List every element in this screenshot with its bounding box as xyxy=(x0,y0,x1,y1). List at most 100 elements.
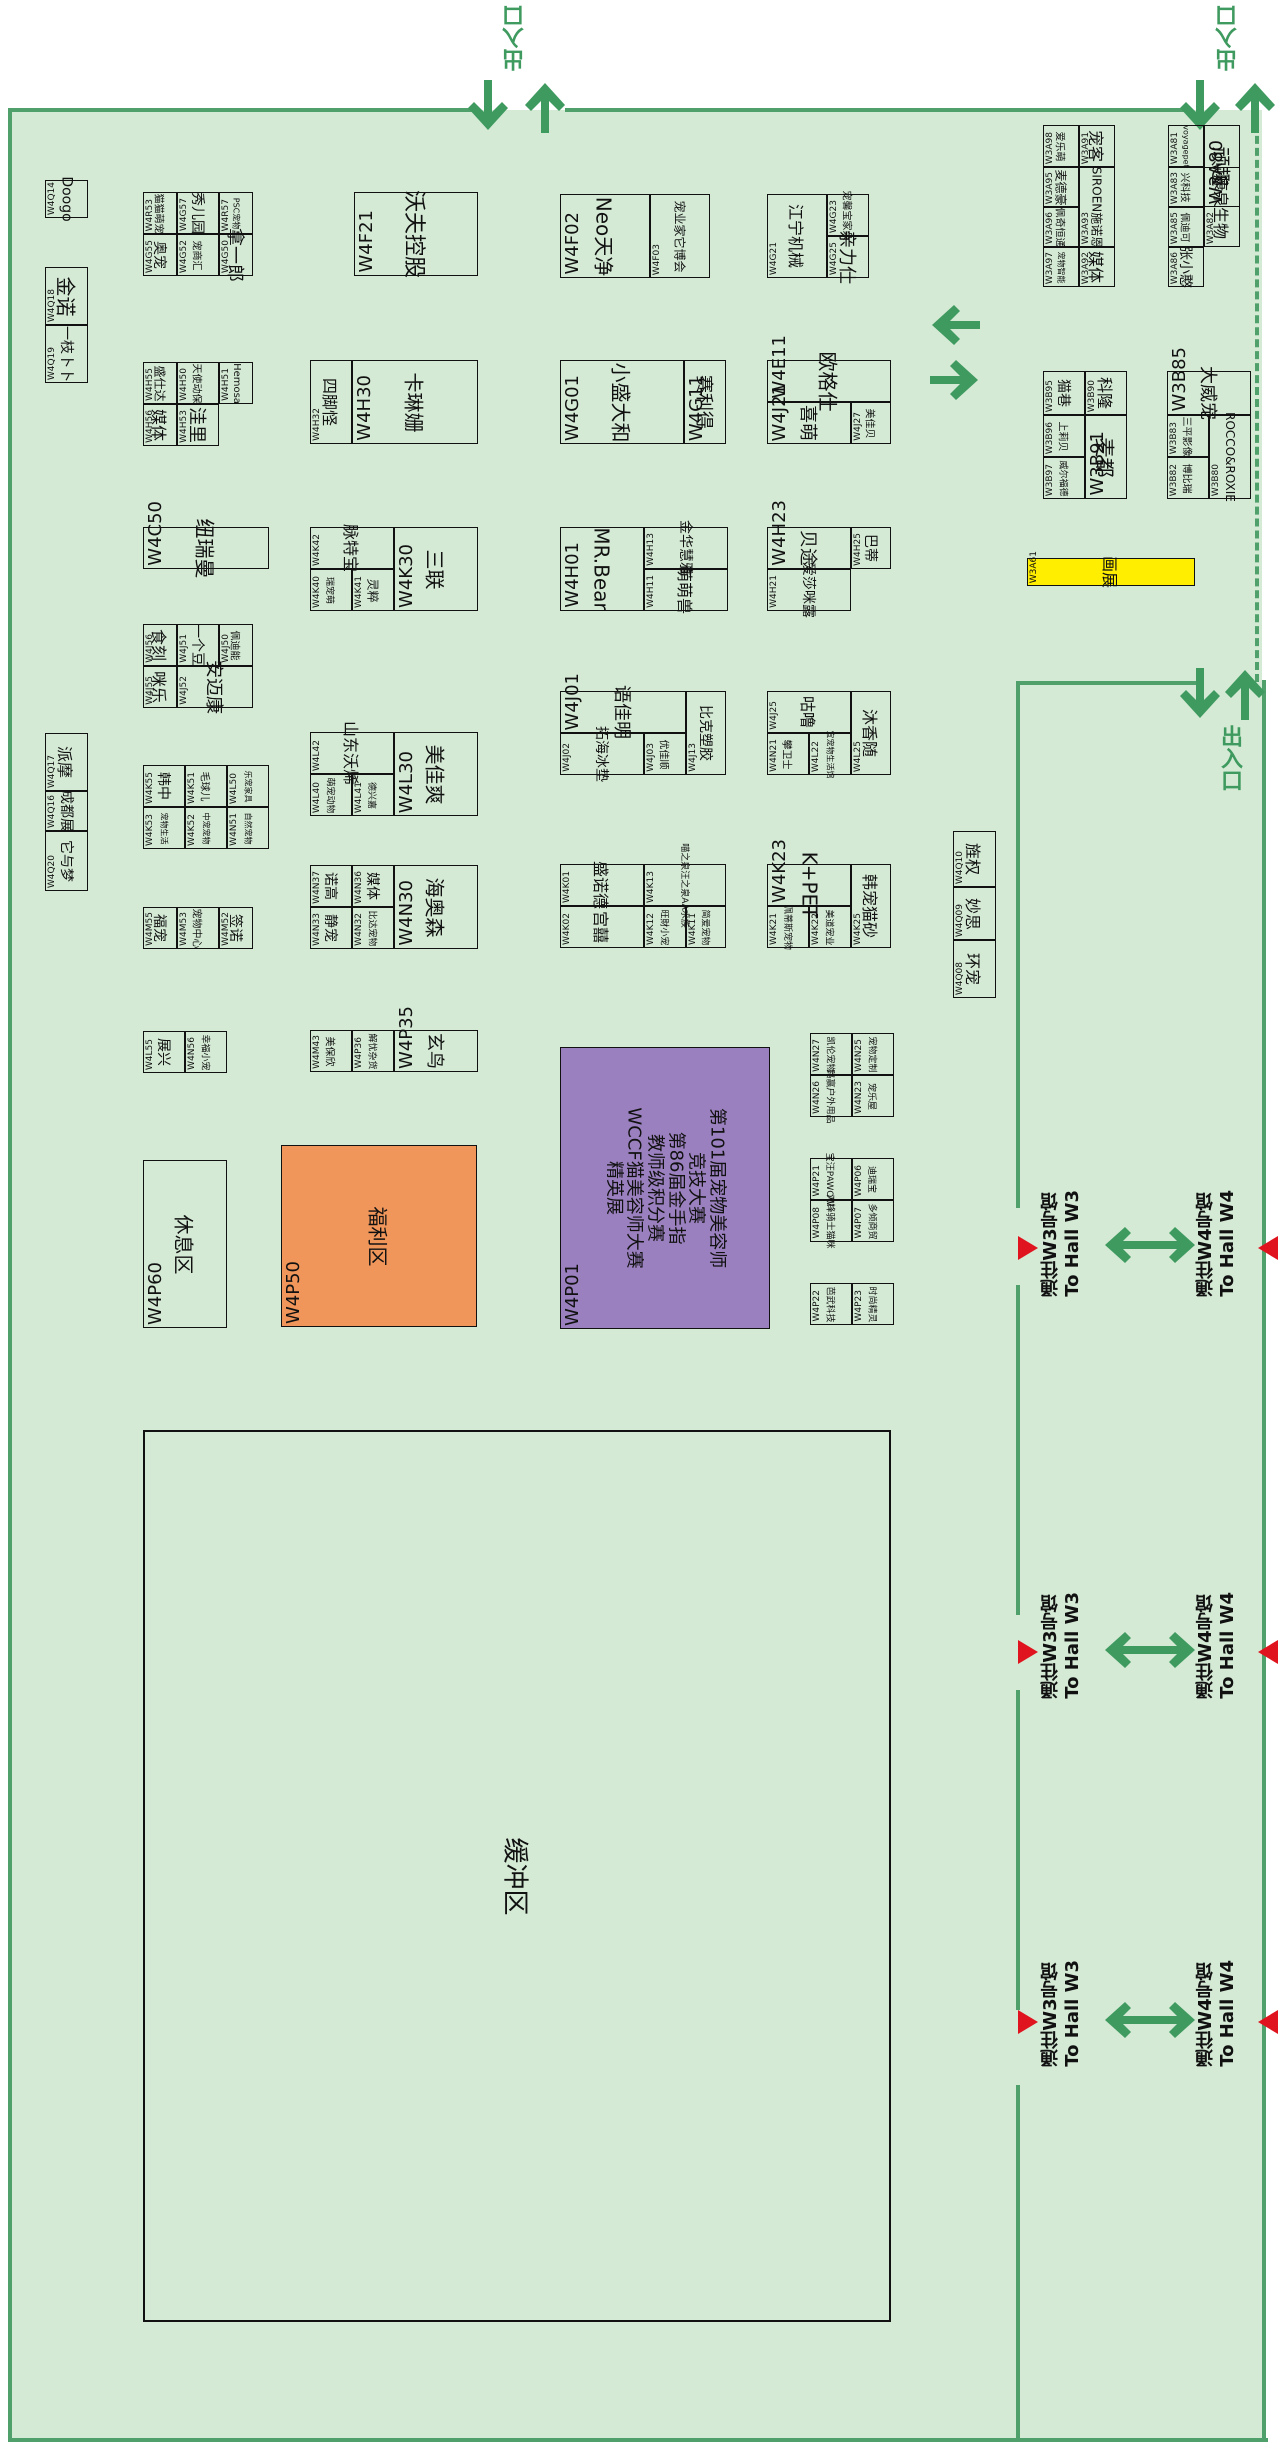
booth-w4k30[interactable]: W4K30三联 xyxy=(394,527,478,611)
booth-w4j02[interactable]: W4J02拓海冰垫 xyxy=(560,726,644,782)
booth-w4j56[interactable]: W4J56食刻 xyxy=(143,624,177,666)
booth-w4l30[interactable]: W4L30美佳爽 xyxy=(394,732,478,816)
booth-w4p50[interactable]: W4P50福利区 xyxy=(281,1145,477,1327)
booth-w4k11[interactable]: W4K11简爱宠物 xyxy=(686,906,726,948)
booth-w3a91[interactable]: W3A91宠客 xyxy=(1079,125,1115,167)
booth-w3a86[interactable]: W3A86张小憨 xyxy=(1168,246,1204,288)
booth-w4k55[interactable]: W4K55韩中 xyxy=(143,765,185,807)
booth-w4g50[interactable]: W4G50拿一郎 xyxy=(219,228,253,282)
booth-w3b91[interactable]: W3B91麦都 xyxy=(1085,415,1127,499)
booth-w4n51[interactable]: W4N51自然宠物 xyxy=(227,807,269,849)
booth-w4k40[interactable]: W4K40瑞宠萌 xyxy=(310,569,352,611)
booth-w4g11[interactable]: W4G11赛利得 xyxy=(684,360,726,444)
booth-w4q19[interactable]: W4Q19一枝卜卜 xyxy=(45,325,88,383)
booth-w4h56[interactable]: W4H56媒体 xyxy=(143,404,177,446)
booth-w4n21[interactable]: W4N21攀卫士 xyxy=(767,733,809,775)
booth-w4h55[interactable]: W4H55盛仕达 xyxy=(143,362,177,404)
booth-w4l50[interactable]: W4L50乐宠家具 xyxy=(227,765,269,807)
booth-w4p60[interactable]: W4P60休息区 xyxy=(143,1160,227,1328)
booth-w3b82[interactable]: W3B82博比瑞 xyxy=(1167,457,1209,499)
booth-w4j03[interactable]: W4J03优佳顺 xyxy=(644,733,686,775)
booth-w4c50[interactable]: W4C50纽瑞曼 xyxy=(143,501,269,578)
booth-w4j27[interactable]: W4J27美佳贝 xyxy=(851,402,891,444)
booth-w4g25[interactable]: W4G25亲力仕 xyxy=(827,230,869,284)
booth-w4n27[interactable]: W4N27凯伦宠物 xyxy=(810,1033,852,1075)
booth-w4l22[interactable]: W4L22宜宠物生活馆 xyxy=(809,730,851,778)
booth-w4j52[interactable]: W4J52安迈康 xyxy=(177,660,253,714)
booth-w4q18[interactable]: W4Q18金诺 xyxy=(45,267,88,325)
booth-w4p06[interactable]: W4P06迪瑞宝 xyxy=(852,1158,894,1200)
booth-w4m43[interactable]: W4M43美保欣 xyxy=(310,1030,352,1072)
booth-w4k23[interactable]: W4K23K+PET xyxy=(767,839,851,918)
booth-w4k13[interactable]: W4K13喵之泉汪之泉AA水族 xyxy=(644,843,726,927)
booth-w4l40[interactable]: W4L40萌宠动物 xyxy=(310,774,352,816)
booth-w4n25[interactable]: W4N25宠物定制 xyxy=(852,1033,894,1075)
booth-w4k22[interactable]: W4K22美道宠业 xyxy=(809,906,851,948)
booth-w4n33[interactable]: W4N33静宠 xyxy=(310,907,352,949)
booth-w4j51[interactable]: W4J51一个豆 xyxy=(177,624,219,666)
booth-w4q08[interactable]: W4Q08环宠 xyxy=(953,940,996,998)
booth-w4j55[interactable]: W4J55咪乐 xyxy=(143,666,177,708)
booth-w4e11[interactable]: W4E11欧格仕 xyxy=(767,335,891,411)
booth-w4p22[interactable]: W4P22芭武科技 xyxy=(810,1283,852,1325)
booth-w4k41[interactable]: W4K41灵粹 xyxy=(352,569,394,611)
booth-w4g57[interactable]: W4G57秀儿园 xyxy=(177,192,219,234)
booth-w4h30[interactable]: W4H30卡琳姗 xyxy=(352,360,478,444)
booth-w4k53[interactable]: W4K53宠物生活 xyxy=(143,807,185,849)
booth-w4n26[interactable]: W4N26路赢户外用品 xyxy=(810,1069,852,1123)
booth-w4p01[interactable]: W4P01第101届宠物美容师竞技大赛第86届金手指教师级积分赛WCCF猫美容师… xyxy=(560,1047,770,1329)
booth-w4p35[interactable]: W4P35玄鸟 xyxy=(394,1006,478,1072)
booth-w3a97[interactable]: W3A97宠物智能 xyxy=(1043,247,1079,287)
booth-w4l42[interactable]: W4L42山东沃烯 xyxy=(310,721,394,785)
booth-w3b97[interactable]: W3B97威尔福德 xyxy=(1043,457,1085,499)
booth-w4p36[interactable]: W4P36解忧杂货 xyxy=(352,1030,394,1072)
booth-w3a93[interactable]: W3A93SIROEN施诺恩 xyxy=(1079,166,1115,248)
booth-w3b96[interactable]: W3B96上莉贝 xyxy=(1043,415,1085,457)
booth-w4h32[interactable]: W4H32四脚怪 xyxy=(310,360,352,444)
booth-w4h51[interactable]: W4H51Hemosa xyxy=(219,362,253,404)
booth-w4h21[interactable]: W4H21爱莎咪露 xyxy=(767,562,851,618)
booth-w3a96[interactable]: W3A96佩奇恒通 xyxy=(1043,207,1079,247)
booth-w4p23[interactable]: W4P23时尚精灵 xyxy=(852,1283,894,1325)
booth-w4k21[interactable]: W4K21佩蒂斯宠物 xyxy=(767,904,809,950)
booth-w3a80[interactable]: W3A80顽趣 xyxy=(1204,125,1240,207)
booth-w4n56[interactable]: W4N56幸福小宠 xyxy=(185,1031,227,1073)
booth-w4k52[interactable]: W4K52中宠宠物 xyxy=(185,807,227,849)
booth-w4k25[interactable]: W4K25韩宠猫砂 xyxy=(851,864,891,948)
booth-w4g52[interactable]: W4G52宠商汇 xyxy=(177,234,219,276)
booth-w4k42[interactable]: W4K42脉特宝 xyxy=(310,524,394,572)
booth-w4f02[interactable]: W4F02Neo天净 xyxy=(560,194,650,278)
booth-w3b80[interactable]: W3B80ROCCO&ROXIE xyxy=(1209,412,1251,502)
booth-w4j01[interactable]: W4J01语佳明 xyxy=(560,673,686,739)
booth-w4h50[interactable]: W4H50天使动保 xyxy=(177,362,219,404)
booth-w4n23[interactable]: W4N23宠乐屋 xyxy=(852,1075,894,1117)
booth-w4h11[interactable]: W4H11萌萌兽 xyxy=(644,566,728,614)
booth-w4q17[interactable]: W4Q17派摩 xyxy=(45,733,88,791)
booth-w4k02[interactable]: W4K02宫囍 xyxy=(560,906,644,948)
booth-w3a81[interactable]: W3A81voyagepet xyxy=(1168,125,1204,167)
booth-w3b85[interactable]: W3B85大威宠 xyxy=(1167,347,1251,420)
booth-w3a82[interactable]: W3A82康泉生物 xyxy=(1204,167,1240,247)
booth-w4q20[interactable]: W4Q20它与梦 xyxy=(45,831,88,891)
booth-w4l55[interactable]: W4L55展兴 xyxy=(143,1031,185,1073)
booth-w3a61[interactable]: W3A61画展 xyxy=(1027,551,1195,588)
booth-w4k12[interactable]: W4K12旺財小宠 xyxy=(644,906,686,948)
booth-w4h25[interactable]: W4H25巴蒂 xyxy=(851,527,891,569)
booth-w4n30[interactable]: W4N30海奥森 xyxy=(394,865,478,949)
booth-w4g21[interactable]: W4G21江宁机械 xyxy=(767,194,827,278)
booth-w4q10[interactable]: W4Q10旌权 xyxy=(953,831,996,887)
booth-w3a95[interactable]: W3A95麦德豪 xyxy=(1043,167,1079,207)
booth-w4j13[interactable]: W4J13比克塑胶 xyxy=(686,691,726,775)
booth-w4q16[interactable]: W4Q16成都展 xyxy=(45,790,88,832)
booth-w4m52[interactable]: W4M52签诺 xyxy=(219,907,253,949)
booth-w3a85[interactable]: W3A85佩迪可 xyxy=(1168,207,1204,247)
hall-link-w4[interactable]: 通往W4号馆To Hall W4 xyxy=(1195,1960,1238,2067)
booth-w3a83[interactable]: W3A83兴科技 xyxy=(1168,167,1204,207)
booth-w3a98[interactable]: W3A98爱乐萌 xyxy=(1043,125,1079,167)
booth-w4n36[interactable]: W4N36媒体 xyxy=(352,865,394,907)
booth-w4p07[interactable]: W4P07多倾商贸 xyxy=(852,1200,894,1242)
booth-w4p21[interactable]: W4P21宝汪PAWOW xyxy=(810,1152,852,1206)
booth-w3b90[interactable]: W3B90科隆 xyxy=(1085,371,1127,415)
hall-link-w4[interactable]: 通往W4号馆To Hall W4 xyxy=(1195,1592,1238,1699)
booth-w4q09[interactable]: W4Q09妙思 xyxy=(953,887,996,940)
